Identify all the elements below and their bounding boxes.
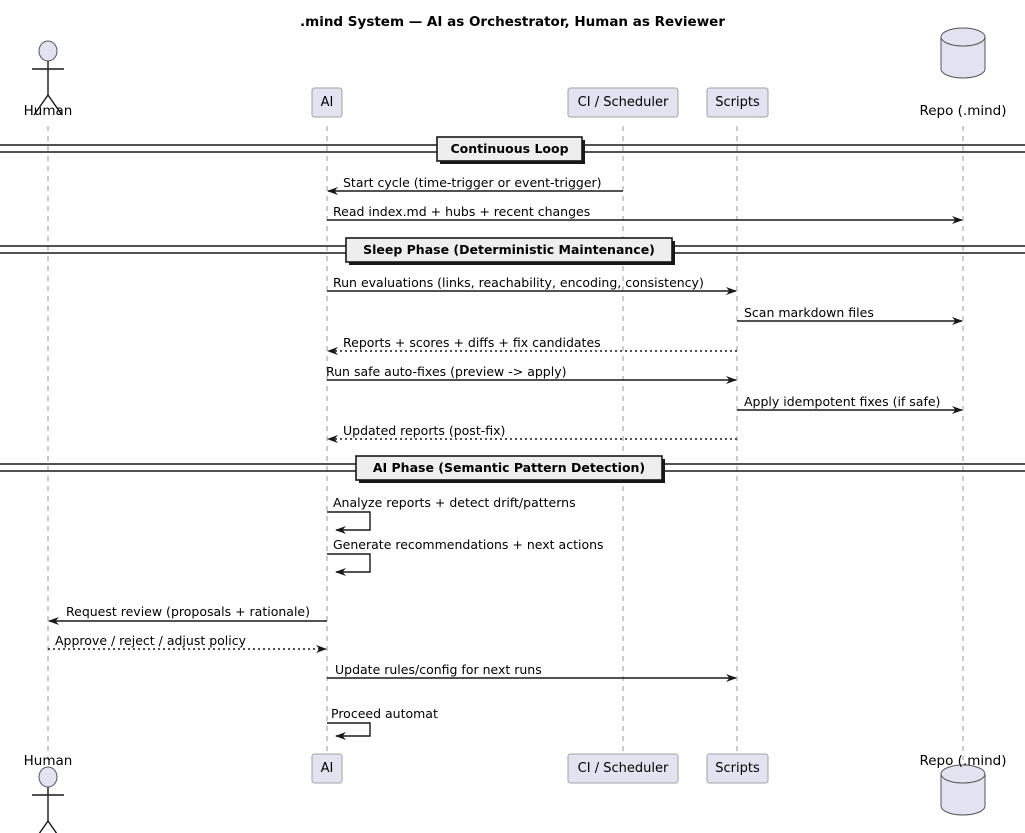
message-label-m8: Updated reports (post-fix) — [343, 423, 506, 438]
message-label-m6: Run safe auto-fixes (preview -> apply) — [326, 364, 567, 379]
cylinder-top-icon — [940, 764, 986, 784]
message-label-m7: Apply idempotent fixes (if safe) — [744, 394, 941, 409]
participant-label-human-top: Human — [23, 103, 73, 119]
self-message-m14 — [327, 722, 371, 740]
page-title: .mind System — AI as Orchestrator, Human… — [300, 14, 725, 30]
message-label-m13: Update rules/config for next runs — [335, 662, 542, 677]
self-message-path[interactable] — [327, 553, 371, 576]
participant-box-scripts-top[interactable] — [706, 87, 769, 118]
participant-shapes-group — [32, 27, 986, 833]
message-label-m10: Generate recommendations + next actions — [333, 537, 604, 552]
message-label-m11: Request review (proposals + rationale) — [66, 604, 310, 619]
divider-2 — [0, 455, 1025, 483]
message-label-m4: Scan markdown files — [744, 305, 874, 320]
participant-label-repo-bottom: Repo (.mind) — [919, 753, 1007, 769]
divider-label-text-0: Continuous Loop — [450, 141, 569, 156]
message-label-m5: Reports + scores + diffs + fix candidate… — [343, 335, 601, 350]
message-label-m1: Start cycle (time-trigger or event-trigg… — [343, 175, 602, 190]
actor-leg-right-icon — [47, 94, 63, 116]
actor-figure-human-bottom[interactable] — [32, 766, 64, 833]
actor-head-icon — [38, 766, 58, 788]
actor-leg-left-icon — [38, 820, 49, 833]
actor-leg-right-icon — [47, 820, 58, 833]
participant-box-scripts-bottom[interactable] — [706, 753, 769, 784]
message-label-m14: Proceed automat — [331, 706, 438, 721]
message-label-m2: Read index.md + hubs + recent changes — [333, 204, 591, 219]
participant-label-repo-top: Repo (.mind) — [919, 103, 1007, 119]
database-cylinder-repo-bottom[interactable] — [940, 764, 986, 816]
actor-head-icon — [38, 40, 58, 62]
divider-0 — [0, 136, 1025, 164]
divider-1 — [0, 237, 1025, 265]
cylinder-body-icon — [940, 36, 986, 79]
message-label-m9: Analyze reports + detect drift/patterns — [333, 495, 576, 510]
participant-box-ci-top[interactable] — [567, 87, 679, 118]
self-message-path[interactable] — [327, 511, 371, 534]
database-cylinder-repo-top[interactable] — [940, 27, 986, 79]
divider-shapes-group — [0, 136, 1025, 483]
participant-label-ai-top: AI — [320, 95, 334, 110]
actor-figure-human-top[interactable] — [32, 40, 64, 116]
divider-label-box[interactable] — [345, 237, 673, 263]
message-label-m12: Approve / reject / adjust policy — [55, 633, 247, 648]
message-label-m3: Run evaluations (links, reachability, en… — [333, 275, 704, 290]
divider-label-box[interactable] — [436, 136, 583, 162]
participant-label-human-bottom: Human — [23, 753, 73, 769]
participant-box-ai-bottom[interactable] — [311, 753, 343, 784]
self-message-m9 — [327, 511, 371, 534]
participant-label-ci-top: CI / Scheduler — [577, 95, 669, 110]
self-message-path[interactable] — [327, 722, 371, 740]
self-message-m10 — [327, 553, 371, 576]
divider-label-text-1: Sleep Phase (Deterministic Maintenance) — [363, 242, 655, 257]
participant-box-ci-bottom[interactable] — [567, 753, 679, 784]
divider-label-text-2: AI Phase (Semantic Pattern Detection) — [372, 460, 646, 475]
actor-leg-left-icon — [33, 94, 49, 116]
participant-label-ai-bottom: AI — [320, 761, 334, 776]
divider-label-box[interactable] — [355, 455, 663, 481]
cylinder-body-icon — [940, 773, 986, 816]
cylinder-top-icon — [940, 27, 986, 47]
messages-group — [48, 187, 963, 740]
participant-box-ai-top[interactable] — [311, 87, 343, 118]
participant-label-scripts-top: Scripts — [715, 95, 760, 110]
participant-label-ci-bottom: CI / Scheduler — [577, 761, 669, 776]
participant-label-scripts-bottom: Scripts — [715, 761, 760, 776]
